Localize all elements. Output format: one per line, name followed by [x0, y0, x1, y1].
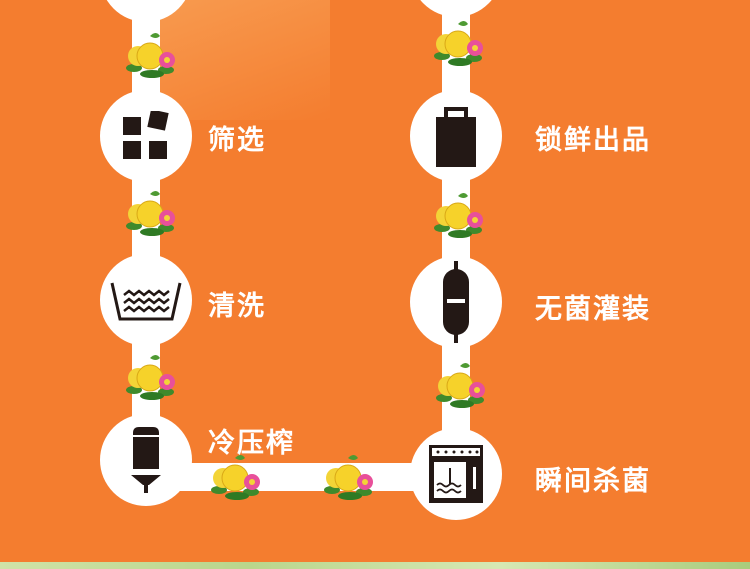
capsule-tank-icon: [443, 261, 469, 343]
step-label-aseptic-filling: 无菌灌装: [535, 294, 651, 325]
fruit-decoration: [210, 454, 261, 501]
step-lock-fresh: [410, 90, 502, 182]
washing-icon: [110, 282, 182, 321]
bag-icon: [436, 107, 476, 167]
step-washing: [100, 254, 192, 346]
step-instant-sterilization: [410, 428, 502, 520]
fruit-decoration: [433, 20, 484, 67]
step-label-sorting: 筛选: [208, 125, 266, 156]
fruit-decoration: [125, 354, 176, 401]
step-label-lock-fresh: 锁鲜出品: [535, 125, 651, 156]
step-label-instant-sterilization: 瞬间杀菌: [535, 466, 651, 497]
fruit-decoration: [433, 192, 484, 239]
fruit-decoration: [435, 362, 486, 409]
step-label-cold-press: 冷压榨: [208, 428, 295, 459]
fruit-decoration: [125, 190, 176, 237]
sorting-squares-icon: [123, 111, 169, 159]
top-right-circle: [410, 0, 502, 17]
step-label-washing: 清洗: [208, 291, 266, 322]
fruit-decoration: [125, 32, 176, 79]
sterilizer-icon: [429, 445, 483, 503]
step-aseptic-filling: [410, 256, 502, 348]
step-cold-press: [100, 414, 192, 506]
cold-press-icon: [131, 427, 161, 493]
fruit-decoration: [323, 454, 374, 501]
grass-strip: [0, 562, 750, 569]
bottom-path: [145, 463, 455, 491]
light-glow: [150, 0, 330, 120]
step-sorting: [100, 90, 192, 182]
